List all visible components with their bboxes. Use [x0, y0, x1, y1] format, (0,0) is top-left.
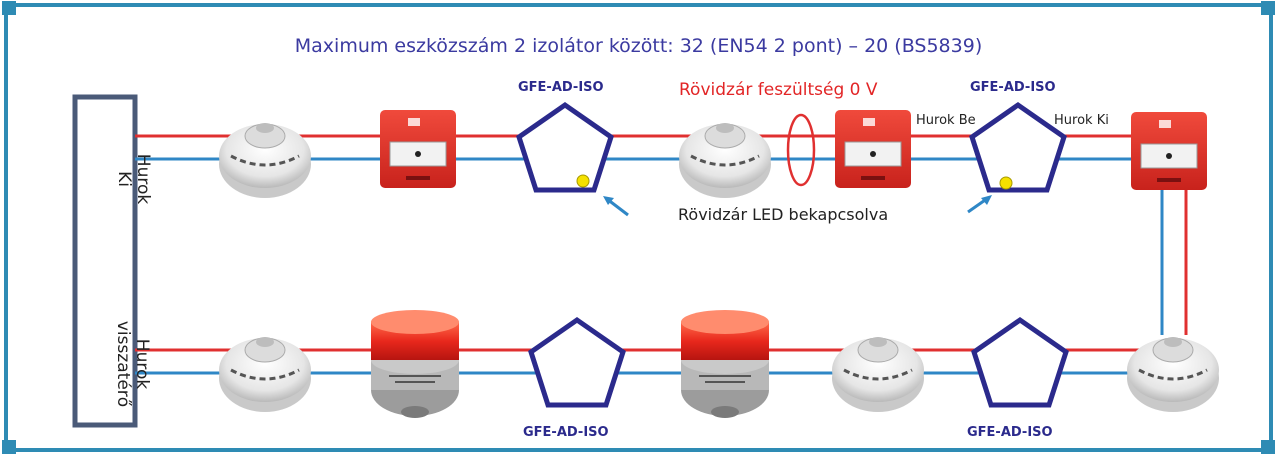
panel-out-line1: Hurok	[133, 153, 153, 205]
manual-call-point-top-3	[1131, 112, 1207, 190]
border-corner-br	[1261, 440, 1275, 454]
right-wires	[1160, 180, 1188, 335]
control-panel	[72, 94, 138, 428]
smoke-detector-bottom-1	[219, 337, 311, 412]
short-led-label: Rövidzár LED bekapcsolva	[678, 205, 889, 224]
border-corner-bl	[2, 440, 16, 454]
isolator-label-bottom-2: GFE-AD-ISO	[967, 425, 1053, 440]
isolator-label-top-2: GFE-AD-ISO	[970, 80, 1056, 95]
isolator-top-1	[516, 101, 614, 193]
arrow-to-led-1	[603, 196, 629, 217]
smoke-detector-bottom-3	[1127, 337, 1219, 412]
arrow-to-led-2	[967, 195, 992, 214]
smoke-detector-top-2	[679, 123, 771, 198]
border-corner-tr	[1261, 1, 1275, 15]
border-corner-tl	[2, 1, 16, 15]
short-circuit-voltage-label: Rövidzár feszültség 0 V	[679, 80, 878, 100]
outer-border	[4, 3, 1273, 452]
isolator-label-bottom-1: GFE-AD-ISO	[523, 425, 609, 440]
sounder-beacon-bottom-2	[681, 310, 769, 418]
loop-in-label: Hurok Be	[916, 113, 976, 128]
short-circuit-marker	[786, 113, 816, 187]
smoke-detector-top-1	[219, 123, 311, 198]
panel-label-return: Hurok visszatérő	[113, 319, 152, 409]
panel-label-out: Hurok Ki	[114, 149, 153, 209]
led-indicator	[576, 174, 590, 188]
manual-call-point-top-2	[835, 110, 911, 188]
smoke-detector-bottom-2	[832, 337, 924, 412]
isolator-label-top-1: GFE-AD-ISO	[518, 80, 604, 95]
diagram-title: Maximum eszközszám 2 izolátor között: 32…	[294, 35, 983, 57]
sounder-beacon-bottom-1	[371, 310, 459, 418]
panel-return-line1: Hurok	[132, 338, 152, 390]
led-indicator	[999, 176, 1013, 190]
panel-return-line2: visszatérő	[113, 320, 133, 408]
loop-out-label: Hurok Ki	[1054, 113, 1109, 128]
panel-out-line2: Ki	[114, 171, 134, 187]
isolator-top-2	[969, 101, 1067, 193]
isolator-bottom-1	[528, 316, 626, 408]
isolator-bottom-2	[971, 316, 1069, 408]
manual-call-point-top-1	[380, 110, 456, 188]
